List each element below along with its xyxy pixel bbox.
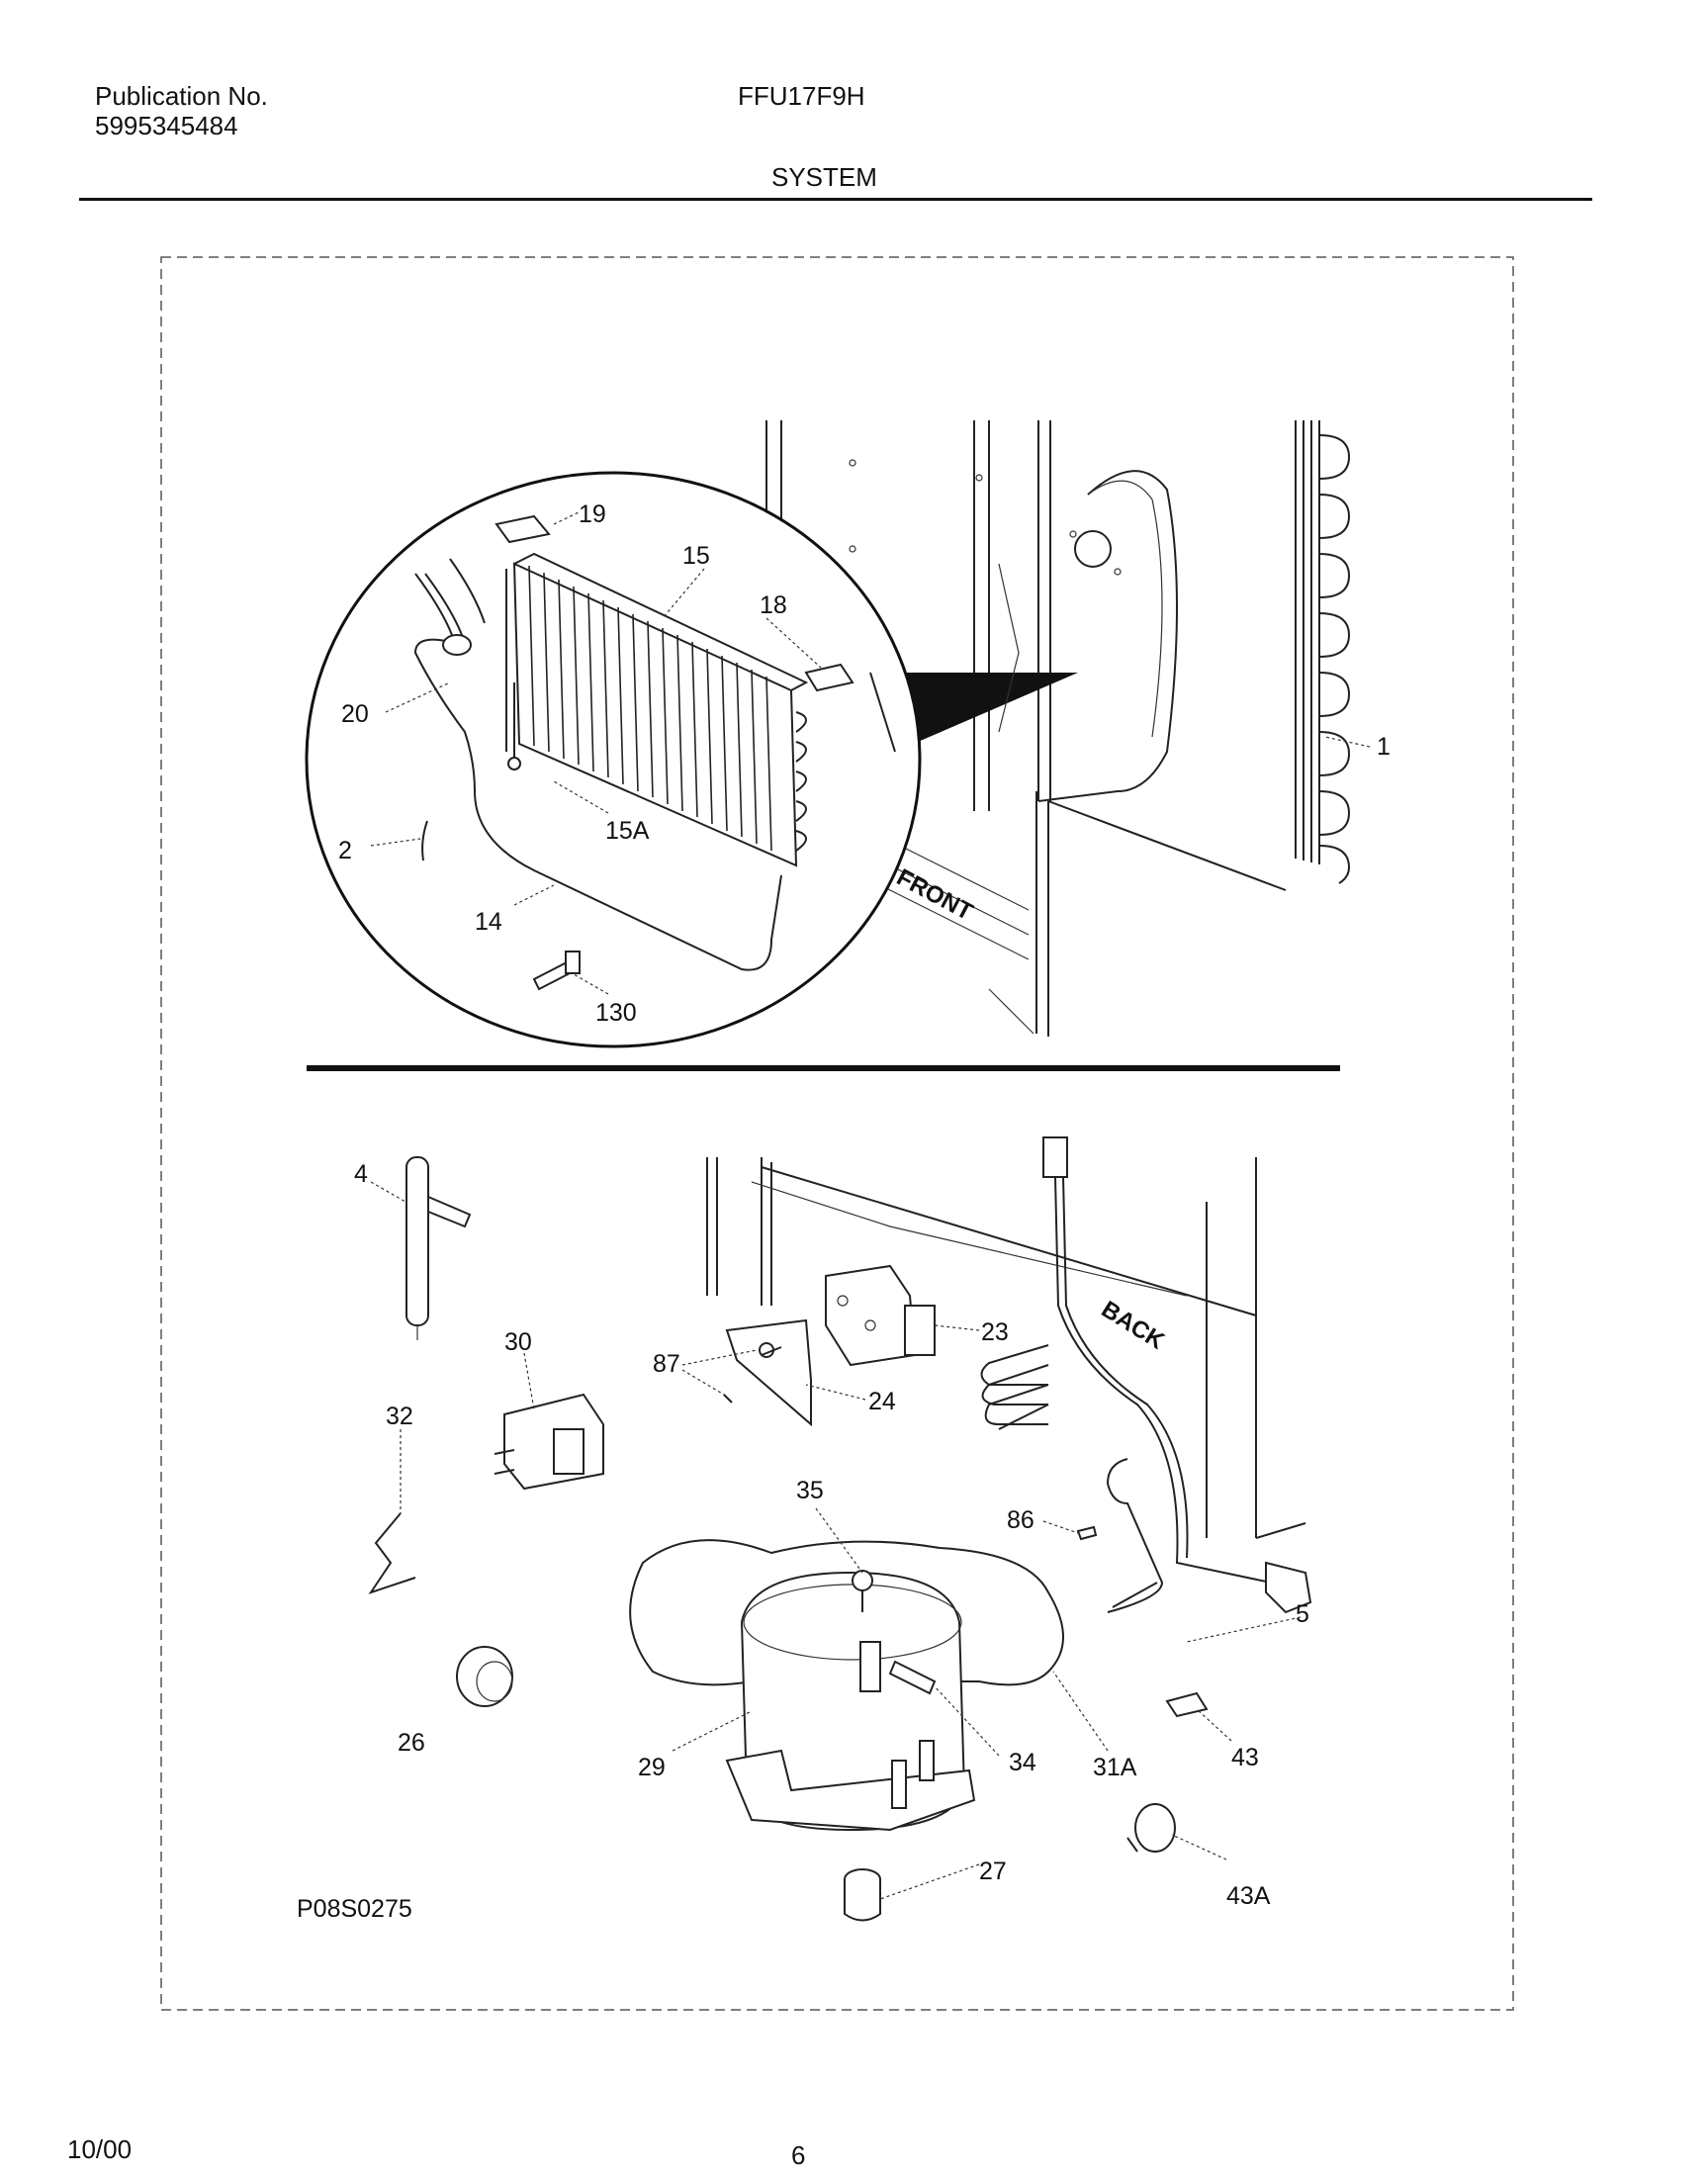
start-relay xyxy=(494,1393,604,1491)
callout-4: 4 xyxy=(354,1160,368,1188)
back-label: BACK xyxy=(1097,1296,1170,1355)
filter-drier xyxy=(405,1156,472,1340)
ground-screw xyxy=(1076,1525,1098,1541)
callout-19: 19 xyxy=(579,500,606,528)
callout-23: 23 xyxy=(981,1318,1009,1346)
callout-1: 1 xyxy=(1377,733,1391,761)
evaporator-location-pointer xyxy=(870,673,1078,752)
callout-20: 20 xyxy=(341,700,369,728)
callout-43a: 43A xyxy=(1226,1882,1271,1910)
callout-24: 24 xyxy=(868,1388,896,1415)
callout-130: 130 xyxy=(595,999,637,1027)
callout-14: 14 xyxy=(475,908,502,936)
callout-15: 15 xyxy=(682,542,710,570)
callout-2: 2 xyxy=(338,837,352,864)
callout-43: 43 xyxy=(1231,1744,1259,1771)
revision-date: 10/00 xyxy=(67,2134,133,2164)
compressor xyxy=(725,1571,976,1832)
overload-wire xyxy=(368,1512,416,1594)
drain-bolt xyxy=(532,951,581,991)
front-label: FRONT xyxy=(892,863,977,926)
publication-label: Publication No. xyxy=(95,81,268,111)
callout-27: 27 xyxy=(979,1858,1007,1885)
wiring-harness xyxy=(980,1136,1312,1614)
callout-32: 32 xyxy=(386,1403,413,1430)
callout-5: 5 xyxy=(1296,1600,1309,1628)
drawing-id: P08S0275 xyxy=(297,1895,412,1923)
callout-35: 35 xyxy=(796,1477,824,1504)
cord-clamp xyxy=(1165,1691,1209,1718)
callout-30: 30 xyxy=(504,1328,532,1356)
header-rule xyxy=(79,198,1592,201)
cabinet-drawing xyxy=(765,420,1287,1037)
section-title: SYSTEM xyxy=(771,162,877,192)
tube-clamp xyxy=(1126,1803,1176,1853)
callout-26: 26 xyxy=(398,1729,425,1757)
callout-18: 18 xyxy=(760,591,787,619)
callout-15a: 15A xyxy=(605,817,650,845)
mounting-bolt xyxy=(852,1570,873,1612)
grommet xyxy=(844,1868,881,1922)
publication-number: 5995345484 xyxy=(95,111,238,140)
callout-87: 87 xyxy=(653,1350,680,1378)
page-number: 6 xyxy=(791,2140,806,2170)
evaporator-detail-circle xyxy=(305,471,1371,1048)
callout-29: 29 xyxy=(638,1754,666,1781)
diagram-frame xyxy=(160,256,1514,2011)
model-number: FFU17F9H xyxy=(738,81,865,111)
timer-bracket xyxy=(723,1318,812,1427)
evaporator xyxy=(505,552,809,867)
terminal-cover xyxy=(456,1646,513,1707)
callout-34: 34 xyxy=(1009,1749,1036,1776)
cabinet-back-drawing xyxy=(706,1157,1306,1539)
defrost-timer xyxy=(825,1264,936,1367)
condenser-coil xyxy=(1295,420,1351,884)
callout-86: 86 xyxy=(1007,1506,1034,1534)
callout-31a: 31A xyxy=(1093,1754,1137,1781)
